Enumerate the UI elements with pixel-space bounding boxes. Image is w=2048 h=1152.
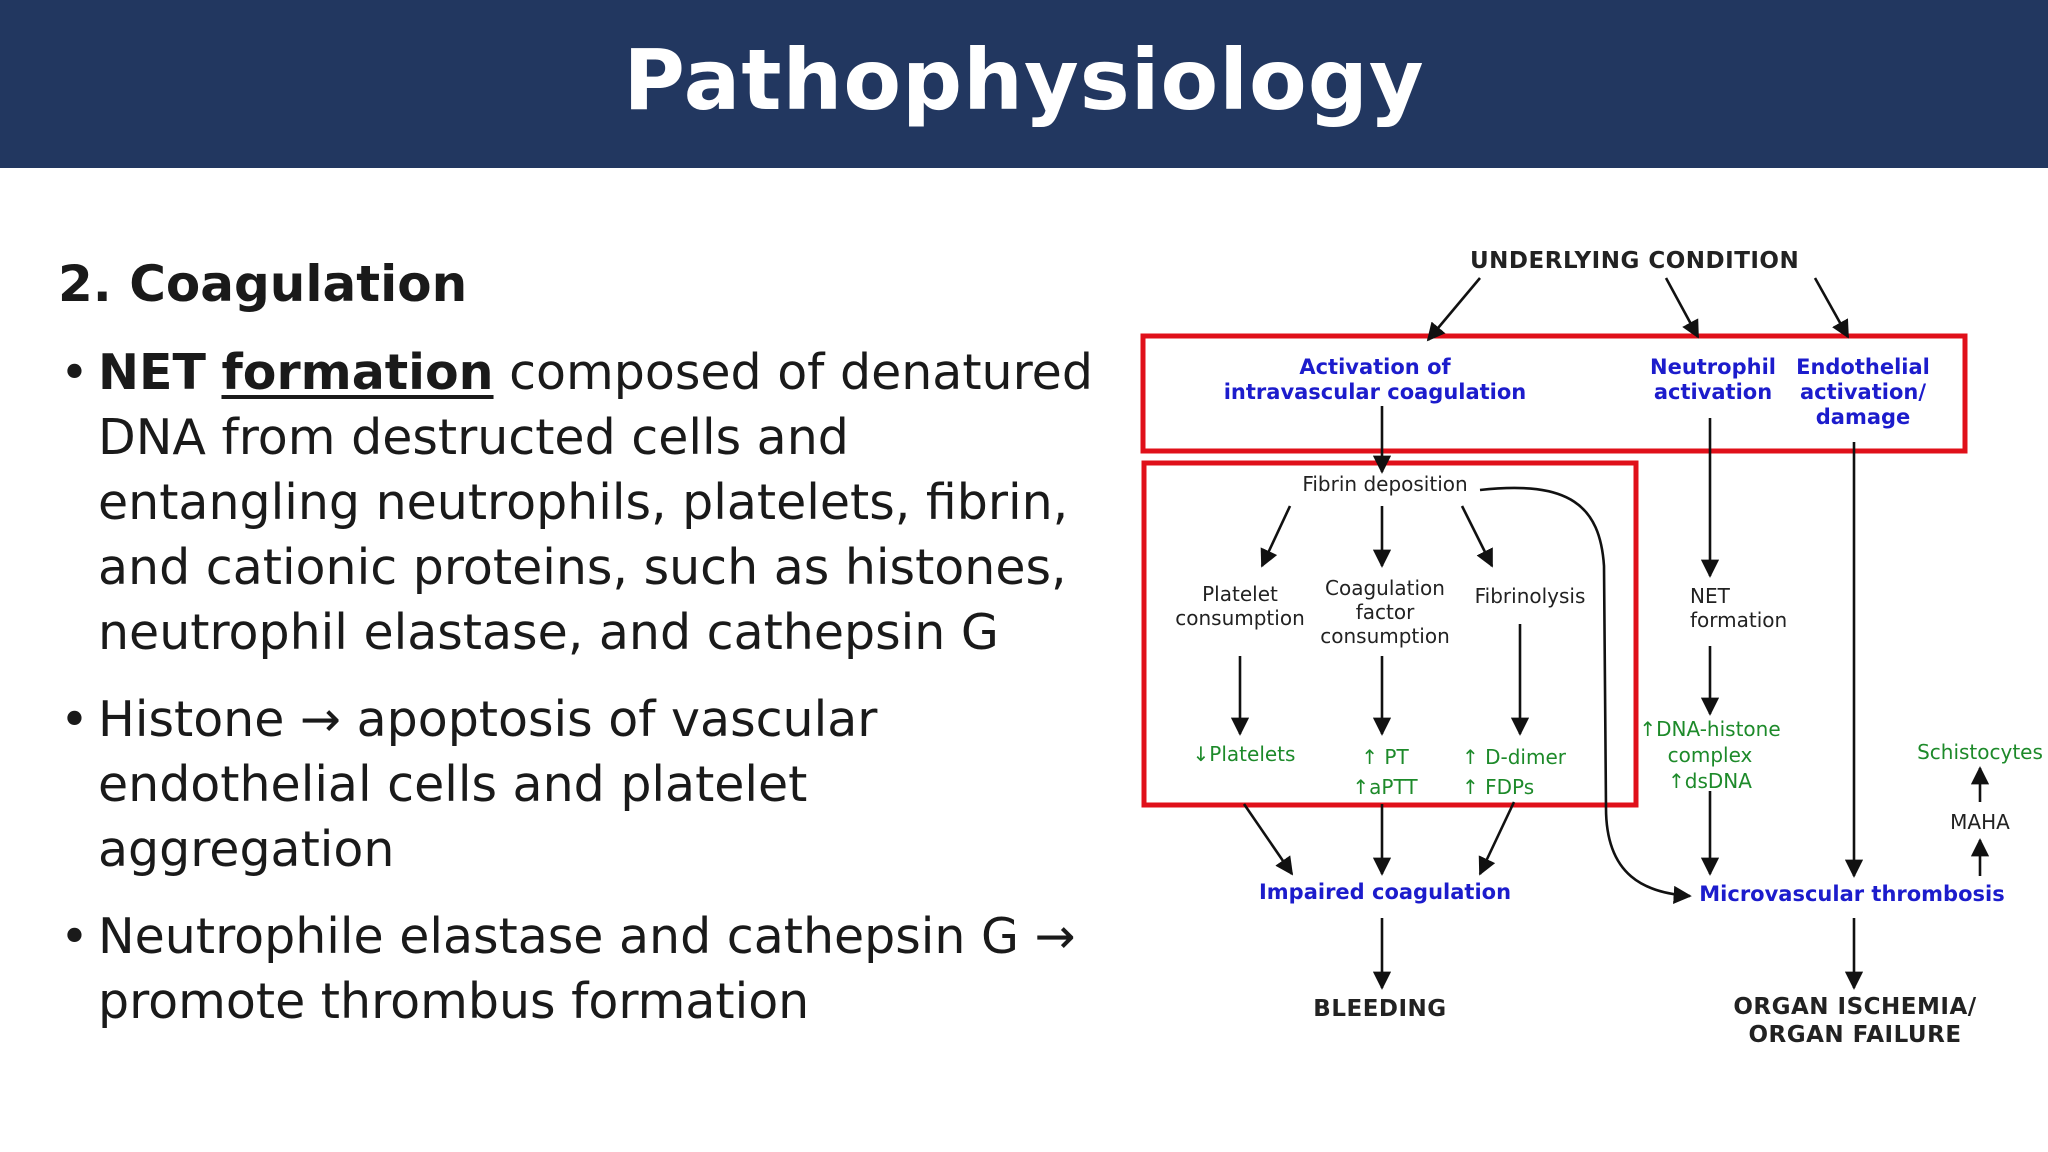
diagram-lines: [1140, 277, 1990, 990]
schistocytes-label: Schistocytes: [1917, 740, 2043, 764]
section-heading: 2. Coagulation: [58, 255, 468, 313]
arrow: [1478, 801, 1516, 876]
bullet-item: Neutrophile elastase and cathepsin G → p…: [58, 904, 1118, 1034]
activation-red-box: [1140, 333, 1968, 454]
arrow: [1813, 277, 1850, 339]
impaired-coagulation-label: Impaired coagulation: [1258, 880, 1512, 904]
endothelial-text: Endothelial activation/ damage: [1796, 355, 1930, 430]
slide-title: Pathophysiology: [623, 31, 1425, 129]
dna-histone-label: ↑DNA-histone complex ↑dsDNA: [1630, 716, 1790, 794]
arrow: [1664, 277, 1700, 339]
bullet-text: composed of denatured DNA from destructe…: [98, 344, 1093, 661]
endothelial-label: Endothelial activation/ damage: [1788, 355, 1938, 431]
fibrin-deposition-label: Fibrin deposition: [1302, 472, 1468, 496]
bullet-item: Histone → apoptosis of vascular endothel…: [58, 687, 1118, 882]
content-panel: 2. Coagulation NET formation composed of…: [58, 252, 1118, 1056]
coag-factor-consumption-text: Coagulation factor consumption: [1320, 576, 1450, 648]
dna-histone-text: ↑DNA-histone complex ↑dsDNA: [1639, 717, 1781, 793]
bleeding-label: BLEEDING: [1313, 996, 1447, 1022]
curved-arrow: [1479, 486, 1692, 904]
fibrinolysis-label: Fibrinolysis: [1474, 584, 1586, 608]
arrow: [1460, 505, 1494, 568]
platelet-consumption-text: Platelet consumption: [1175, 582, 1305, 630]
coagulation-flow-diagram: UNDERLYING CONDITION Activation of intra…: [1130, 236, 2045, 1066]
ddimer-fdps-label: ↑ D-dimer ↑ FDPs: [1462, 742, 1566, 802]
net-formation-text: NET formation: [1690, 584, 1788, 632]
platelets-down-label: ↓Platelets: [1192, 742, 1296, 766]
net-formation-label: NET formation: [1690, 584, 1787, 632]
underlying-condition-label: UNDERLYING CONDITION: [1470, 248, 1800, 274]
bullet-text: Histone → apoptosis of vascular endothel…: [98, 691, 878, 878]
bullet-text: Neutrophile elastase and cathepsin G → p…: [98, 908, 1076, 1030]
bullet-list: NET formation composed of denatured DNA …: [58, 340, 1118, 1034]
organ-failure-label: ORGAN ISCHEMIA/ ORGAN FAILURE: [1724, 994, 1986, 1049]
activation-coagulation-text: Activation of intravascular coagulation: [1223, 355, 1527, 405]
organ-failure-text: ORGAN ISCHEMIA/ ORGAN FAILURE: [1733, 994, 1977, 1048]
bullet-bold-term: NET: [98, 344, 206, 401]
neutrophil-activation-label: Neutrophil activation: [1638, 355, 1788, 405]
neutrophil-activation-text: Neutrophil activation: [1650, 355, 1776, 405]
title-bar: Pathophysiology: [0, 0, 2048, 168]
bullet-underlined-term: formation: [221, 344, 494, 401]
platelet-consumption-label: Platelet consumption: [1170, 582, 1310, 630]
arrow: [1426, 277, 1481, 342]
pt-aptt-text: ↑ PT ↑aPTT: [1352, 745, 1418, 799]
ddimer-fdps-text: ↑ D-dimer ↑ FDPs: [1462, 745, 1566, 799]
bullet-item: NET formation composed of denatured DNA …: [58, 340, 1118, 665]
activation-coagulation-label: Activation of intravascular coagulation: [1180, 355, 1570, 405]
coag-factor-consumption-label: Coagulation factor consumption: [1310, 576, 1460, 648]
maha-label: MAHA: [1950, 810, 2010, 834]
arrow: [1242, 803, 1294, 876]
microvascular-thrombosis-label: Microvascular thrombosis: [1699, 882, 2005, 906]
arrow: [1260, 505, 1292, 568]
pt-aptt-label: ↑ PT ↑aPTT: [1320, 742, 1450, 802]
